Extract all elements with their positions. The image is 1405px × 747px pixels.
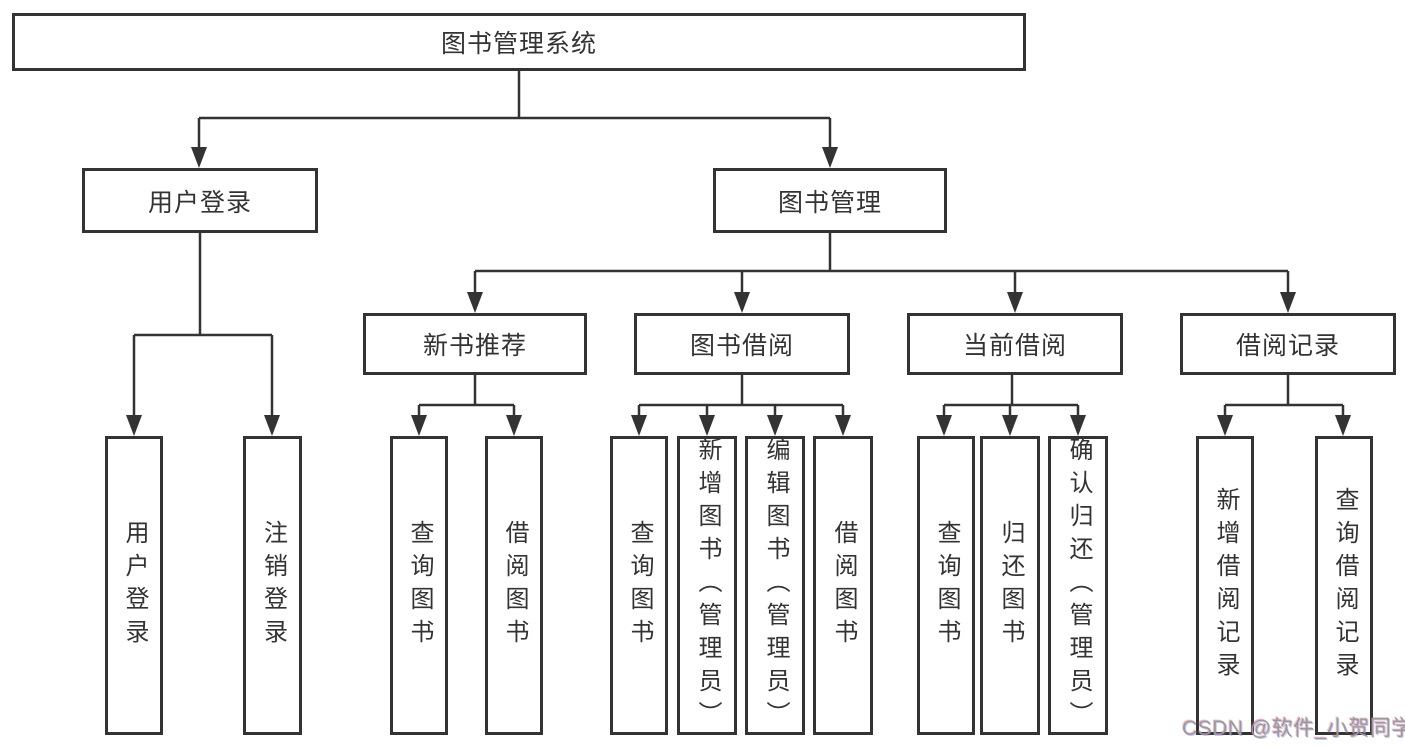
node-book-borrow: 图书借阅 [634, 313, 850, 375]
csdn-watermark: CSDN @软件_小贺同学 [1182, 717, 1405, 740]
leaf-logout: 注销登录 [243, 436, 302, 735]
leaf-query-books-recommend: 查询图书 [390, 436, 448, 735]
leaf-label: 确认归还（管理员） [1065, 437, 1092, 734]
node-current-borrow: 当前借阅 [907, 313, 1123, 375]
leaf-borrow-books: 借阅图书 [813, 436, 873, 735]
leaf-label: 借阅图书 [501, 519, 528, 652]
leaf-label: 归还图书 [997, 519, 1024, 652]
leaf-label: 注销登录 [259, 519, 287, 652]
node-root-library-system: 图书管理系统 [12, 13, 1026, 71]
node-book-management: 图书管理 [713, 168, 947, 233]
leaf-label: 新增图书（管理员） [694, 437, 721, 734]
leaf-edit-books-admin: 编辑图书（管理员） [745, 436, 805, 735]
leaf-label: 用户登录 [121, 519, 148, 652]
leaf-label: 查询图书 [933, 519, 960, 652]
leaf-user-login: 用户登录 [105, 436, 163, 735]
node-borrow-records: 借阅记录 [1180, 313, 1396, 375]
leaf-confirm-return-admin: 确认归还（管理员） [1048, 436, 1108, 735]
leaf-label: 借阅图书 [830, 519, 857, 652]
leaf-add-borrow-record: 新增借阅记录 [1196, 436, 1254, 735]
leaf-query-books-current: 查询图书 [917, 436, 975, 735]
leaf-query-borrow-record: 查询借阅记录 [1315, 436, 1373, 735]
leaf-borrow-books-recommend: 借阅图书 [485, 436, 543, 735]
leaf-label: 查询图书 [406, 519, 433, 652]
node-user-login: 用户登录 [82, 168, 318, 233]
leaf-label: 编辑图书（管理员） [762, 437, 789, 734]
node-new-book-recommend: 新书推荐 [363, 313, 587, 375]
leaf-add-books-admin: 新增图书（管理员） [677, 436, 737, 735]
leaf-return-books: 归还图书 [980, 436, 1040, 735]
leaf-label: 查询借阅记录 [1331, 486, 1358, 685]
leaf-query-books-borrow: 查询图书 [610, 436, 668, 735]
leaf-label: 新增借阅记录 [1212, 486, 1239, 685]
leaf-label: 查询图书 [626, 519, 653, 652]
